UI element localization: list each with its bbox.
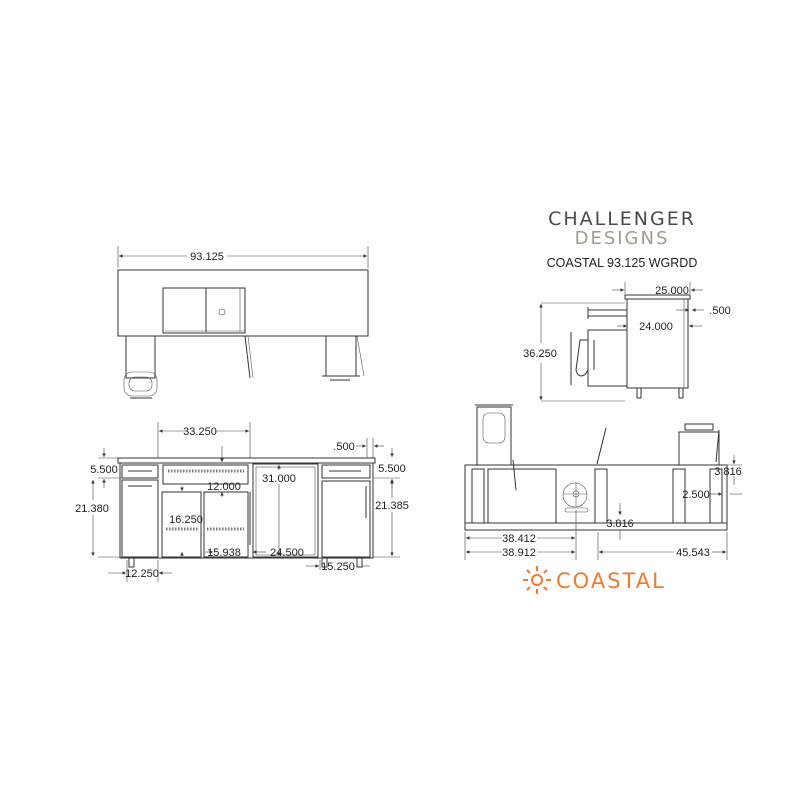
dim-rear-d: 3.816 — [606, 518, 634, 530]
dim-rear-b: 38.912 — [502, 547, 536, 559]
dim-side-height: 36.250 — [523, 348, 557, 360]
dim-middle-door-width: 15.938 — [207, 547, 241, 559]
dim-top-depth: 25.000 — [655, 285, 689, 297]
dim-door-right-height: 21.385 — [375, 500, 409, 512]
dim-rear-a: 38.412 — [502, 533, 536, 545]
company-name-line1: CHALLENGER — [548, 208, 696, 230]
dim-middle-upper: 12.000 — [207, 481, 241, 493]
dim-top-overhang: .500 — [333, 441, 354, 453]
front-view: 33.250 5.500 21.380 16.250 12.000 31.000… — [75, 422, 409, 582]
dim-rear-e: 2.500 — [682, 489, 710, 501]
dim-side-overhang: .500 — [709, 305, 730, 317]
dim-right-cabinet-width: 15.250 — [321, 561, 355, 573]
dim-body-depth: 24.000 — [639, 321, 673, 333]
countertop-outline — [117, 269, 369, 337]
dim-rear-f: 3.816 — [714, 466, 742, 478]
dim-door-left-height: 21.380 — [75, 503, 109, 515]
dim-fridge-width: 24.500 — [270, 547, 304, 559]
model-title: COASTAL 93.125 WGRDD — [547, 256, 698, 270]
dim-drawer-right: 5.500 — [378, 463, 406, 475]
dim-drawer-left: 5.500 — [90, 464, 118, 476]
dim-left-cabinet-width: 12.250 — [125, 568, 159, 580]
dim-middle-door-height: 16.250 — [169, 514, 203, 526]
challenger-logo: CHALLENGER DESIGNS — [548, 208, 696, 249]
dim-rear-c: 45.543 — [676, 547, 710, 559]
side-view: 36.250 25.000 .500 24.000 — [523, 282, 731, 402]
rear-view: 38.412 38.912 45.543 3.816 2.500 3.816 — [464, 404, 742, 560]
dim-overall-width: 93.125 — [190, 251, 224, 263]
company-name-line2: DESIGNS — [575, 228, 670, 249]
drain-icon — [218, 308, 226, 316]
top-view: 93.125 — [117, 246, 369, 399]
coastal-wordmark: COASTAL — [556, 569, 666, 593]
dim-fridge-height: 31.000 — [262, 473, 296, 485]
sun-icon — [523, 566, 551, 594]
coastal-logo: COASTAL — [523, 566, 666, 594]
dim-center-width: 33.250 — [183, 426, 217, 438]
